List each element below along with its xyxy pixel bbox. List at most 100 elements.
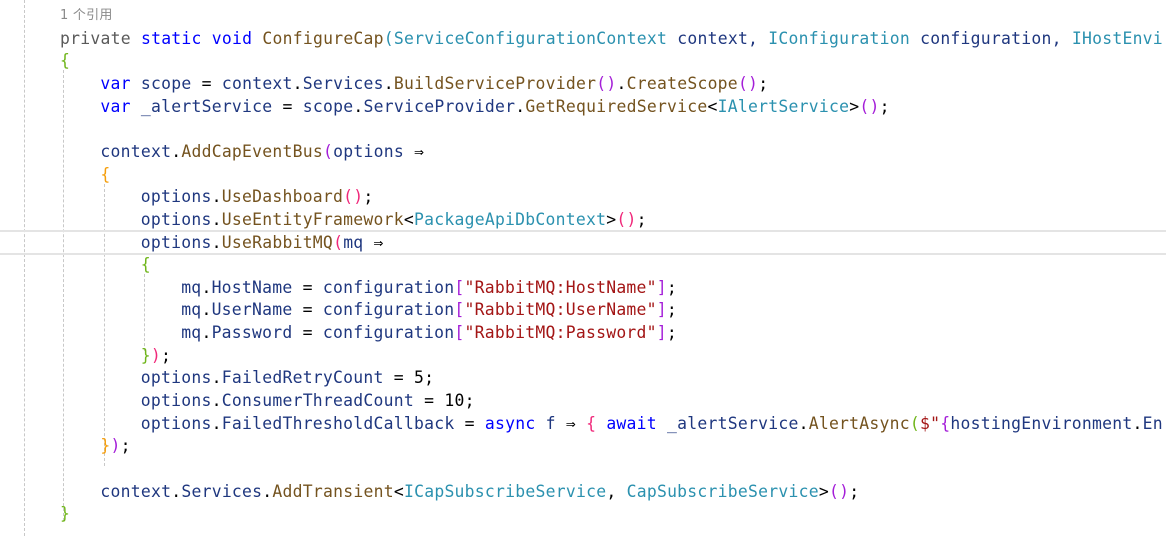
code-token-brace-green: }: [140, 345, 151, 365]
code-token-string: "RabbitMQ:UserName": [464, 300, 657, 320]
code-token-keyword: var: [100, 96, 141, 116]
code-token-plain: .: [383, 73, 394, 93]
code-token-ident: hostingEnvironment: [950, 413, 1133, 433]
code-token-method: AddCapEventBus: [181, 141, 323, 161]
code-line[interactable]: context.AddCapEventBus(options ⇒: [100, 141, 1166, 164]
code-token-brace-green: {: [60, 51, 71, 71]
code-token-ident: options: [140, 187, 212, 207]
indent-guide: [63, 70, 64, 521]
code-token-plain: <: [707, 96, 718, 116]
code-token-method: UseDashboard: [221, 187, 344, 207]
code-token-plain: .: [211, 368, 222, 388]
code-token-method: BuildServiceProvider: [393, 73, 597, 93]
code-token-plain: ;: [849, 481, 860, 501]
code-token-plain: >: [849, 96, 860, 116]
code-token-brace-purple: [: [454, 323, 465, 343]
code-token-brace-purple: ]: [656, 277, 667, 297]
code-token-method: AddTransient: [272, 481, 394, 501]
code-token-plain: =: [282, 96, 303, 116]
code-token-ident: context: [100, 481, 172, 501]
code-token-plain: <: [393, 481, 404, 501]
code-token-string: $": [920, 413, 941, 433]
code-token-plain: .: [616, 73, 627, 93]
code-line[interactable]: });: [141, 345, 1166, 368]
code-token-plain: ⇒: [565, 413, 587, 433]
code-line[interactable]: private static void ConfigureCap(Service…: [60, 28, 1166, 51]
code-token-plain: ;: [120, 436, 131, 456]
code-token-plain: =: [302, 323, 323, 343]
code-token-brace-orange: {: [100, 164, 111, 184]
code-line[interactable]: var _alertService = scope.ServiceProvide…: [100, 96, 1166, 119]
code-token-ident: configuration: [322, 323, 455, 343]
code-line[interactable]: mq.HostName = configuration["RabbitMQ:Ho…: [181, 277, 1166, 300]
code-line[interactable]: [60, 458, 1166, 481]
code-line[interactable]: {: [60, 50, 1166, 73]
code-token-type: IHostEnvi: [1071, 28, 1163, 48]
code-token-plain: .: [211, 209, 222, 229]
code-token-plain: .: [201, 300, 212, 320]
code-token-brace-purple: {: [940, 413, 951, 433]
code-token-brace-purple: ): [110, 436, 121, 456]
code-token-ident: FailedThresholdCallback: [221, 413, 465, 433]
code-token-ident: Password: [211, 323, 303, 343]
code-token-type: ServiceConfigurationContext: [393, 28, 678, 48]
indent-guide: [104, 184, 105, 466]
code-line[interactable]: options.UseDashboard();: [141, 186, 1166, 209]
code-token-plain: .: [201, 277, 212, 297]
code-token-brace-pink: (): [343, 187, 364, 207]
code-token-plain: >: [818, 481, 829, 501]
code-token-plain: = 10;: [424, 391, 475, 411]
code-token-brace-pink: ): [150, 345, 162, 365]
code-token-plain: .: [798, 413, 809, 433]
code-line[interactable]: mq.Password = configuration["RabbitMQ:Pa…: [181, 322, 1166, 345]
code-token-method: UseRabbitMQ: [221, 232, 334, 252]
code-token-brace-pink: (): [616, 209, 637, 229]
code-token-plain: = 5;: [393, 368, 435, 388]
code-token-brace-purple: [: [454, 277, 465, 297]
code-token-ident: ServiceProvider: [363, 96, 516, 116]
code-line[interactable]: options.FailedRetryCount = 5;: [141, 367, 1166, 390]
code-line[interactable]: var scope = context.Services.BuildServic…: [100, 73, 1166, 96]
code-line[interactable]: {: [100, 164, 1166, 187]
code-token-plain: ;: [758, 73, 769, 93]
code-token-ident: FailedRetryCount: [221, 368, 394, 388]
code-token-plain: .: [211, 232, 222, 252]
code-token-ident: f: [545, 413, 566, 433]
code-token-plain: .: [211, 187, 222, 207]
code-token-brace-green: {: [140, 255, 151, 275]
code-token-string: "RabbitMQ:Password": [464, 323, 657, 343]
code-token-plain: ;: [666, 323, 678, 343]
code-token-ident: context,: [677, 28, 769, 48]
code-token-keyword: void: [211, 28, 263, 48]
code-line[interactable]: }: [60, 503, 1166, 526]
code-token-type: IConfiguration: [768, 28, 921, 48]
code-line[interactable]: mq.UserName = configuration["RabbitMQ:Us…: [181, 299, 1166, 322]
code-token-ident: options: [140, 232, 212, 252]
code-token-ident: configuration,: [920, 28, 1072, 48]
code-token-plain: ;: [666, 300, 678, 320]
code-token-ident: options: [333, 141, 415, 161]
code-token-ident: UserName: [211, 300, 303, 320]
code-line[interactable]: });: [100, 435, 1166, 458]
code-token-plain: .: [171, 481, 182, 501]
code-line[interactable]: options.UseEntityFramework<PackageApiDbC…: [141, 209, 1166, 232]
code-line[interactable]: context.Services.AddTransient<ICapSubscr…: [100, 481, 1166, 504]
code-line[interactable]: options.FailedThresholdCallback = async …: [141, 413, 1166, 436]
gutter-guide: [24, 0, 25, 536]
code-token-ident: mq: [181, 277, 202, 297]
code-line[interactable]: {: [141, 254, 1166, 277]
code-token-method: AlertAsync: [808, 413, 910, 433]
code-line[interactable]: options.ConsumerThreadCount = 10;: [141, 390, 1166, 413]
code-token-string: "RabbitMQ:HostName": [464, 277, 657, 297]
code-token-plain: .: [262, 481, 273, 501]
code-token-method: ConfigureCap: [262, 28, 384, 48]
code-token-ident: scope: [140, 73, 202, 93]
code-token-plain: <: [403, 209, 414, 229]
code-token-plain: .: [515, 96, 526, 116]
code-token-brace-orange: }: [100, 436, 111, 456]
codelens-references[interactable]: 1 个引用: [60, 8, 113, 23]
code-line[interactable]: options.UseRabbitMQ(mq ⇒: [141, 232, 1166, 255]
code-token-plain: ;: [666, 277, 678, 297]
code-token-plain: ,: [606, 481, 627, 501]
code-line[interactable]: [60, 118, 1166, 141]
